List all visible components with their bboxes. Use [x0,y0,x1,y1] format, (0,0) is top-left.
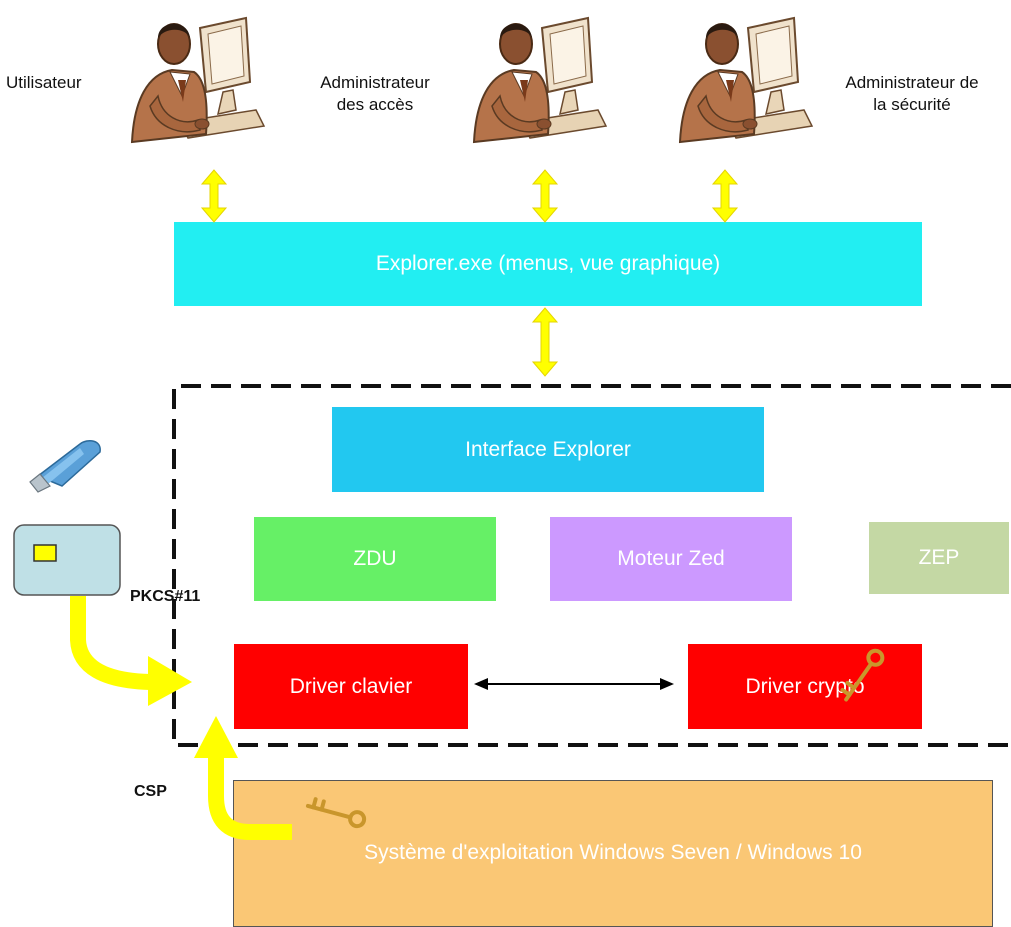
access-admin-to-explorer-arrow [531,169,559,223]
crypto-key-icon [834,647,891,702]
access-admin-figure-icon [473,17,607,143]
csp-label: CSP [134,783,167,800]
usb-key-icon [29,439,101,493]
driver-link-arrow [474,678,674,690]
pkcs-label: PKCS#11 [130,588,201,605]
pkcs-curved-arrow [70,596,192,706]
explorer-to-framework-arrow [531,307,559,377]
os-key-icon [304,780,369,846]
security-admin-to-explorer-arrow [711,169,739,223]
smart-card-icon [13,524,121,596]
driver-crypto-box: Driver crypto [688,644,922,729]
actor-access-admin-label: Administrateur des accès [320,73,430,114]
user-to-explorer-arrow [200,169,228,223]
interface-explorer-box: Interface Explorer [332,407,764,492]
actor-security-admin-label: Administrateur de la sécurité [845,73,979,114]
security-admin-figure-icon [679,17,813,143]
user-figure-icon [131,17,265,143]
actor-user-label: Utilisateur [6,73,82,92]
explorer-exe-box: Explorer.exe (menus, vue graphique) [174,222,922,306]
zdu-box: ZDU [254,517,496,601]
csp-curved-arrow [194,716,292,840]
moteur-zed-box: Moteur Zed [550,517,792,601]
zep-box: ZEP [869,522,1009,594]
trusted-zone-frame [172,384,1011,747]
driver-clavier-box: Driver clavier [234,644,468,729]
